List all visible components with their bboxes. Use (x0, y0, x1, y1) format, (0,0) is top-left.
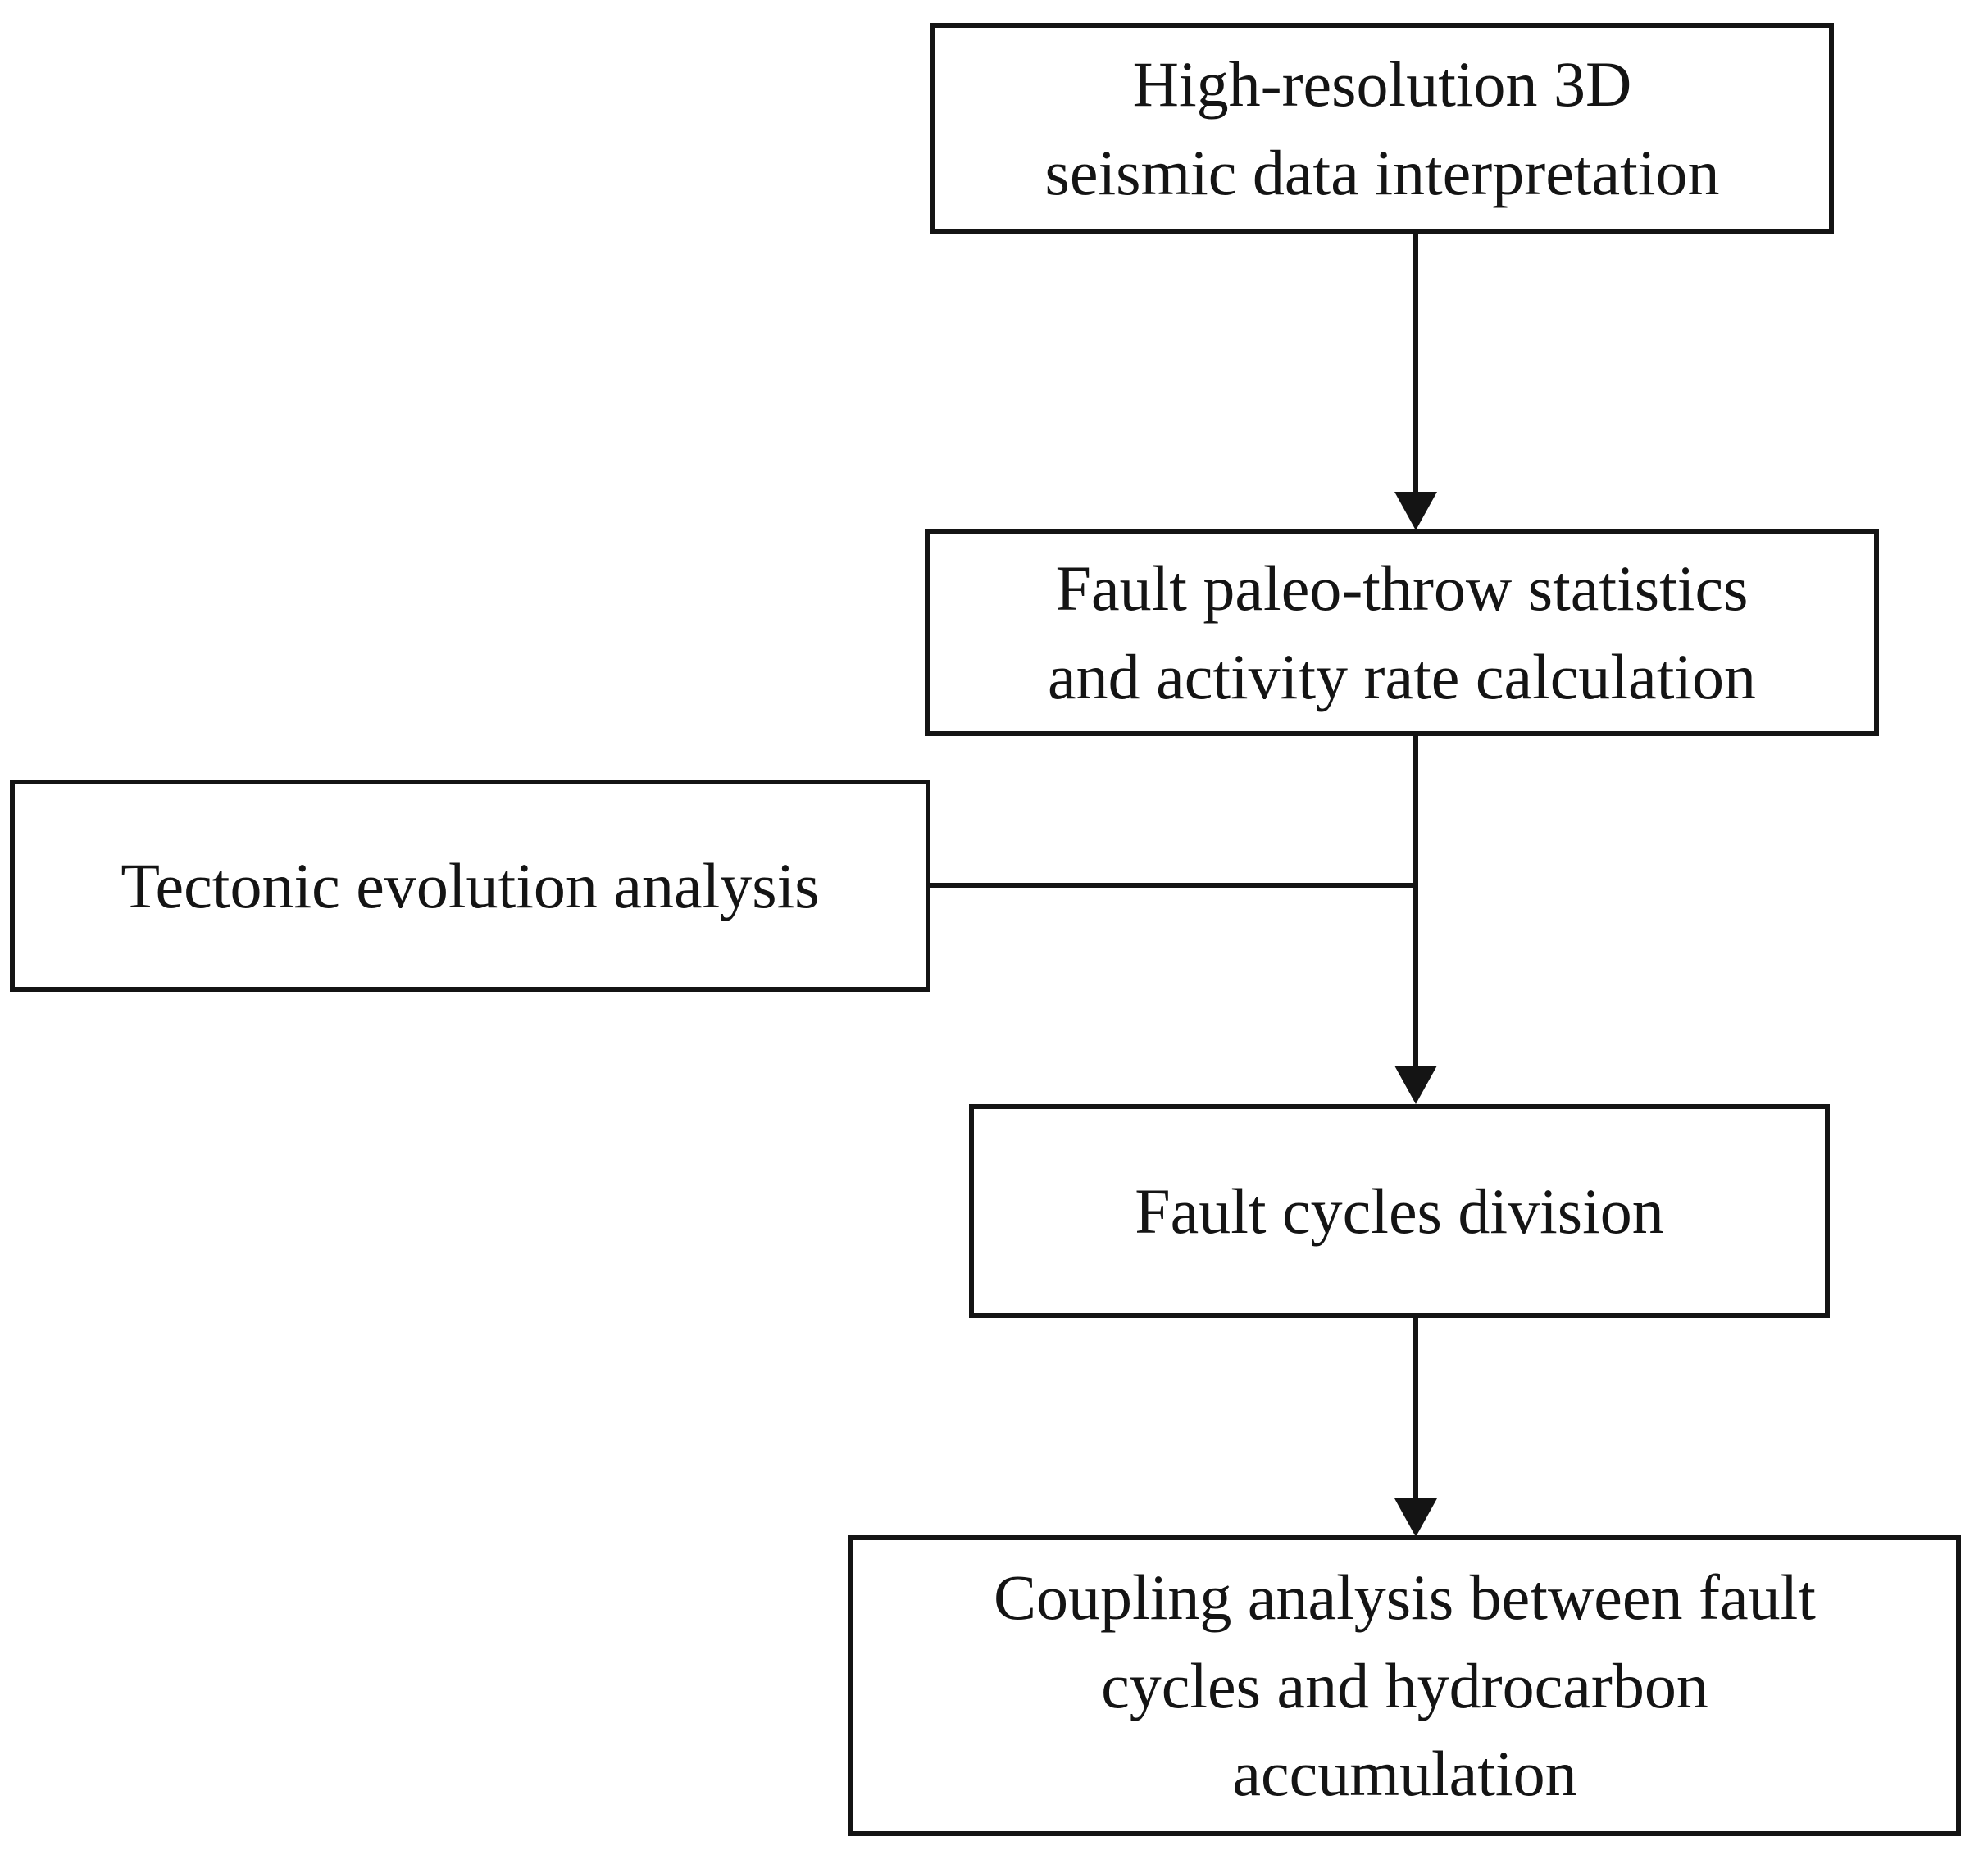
arrow-down-icon (1394, 1498, 1437, 1537)
arrow-paleothrow-to-faultcycles-shaft (1413, 736, 1418, 1067)
arrow-down-icon (1394, 492, 1437, 530)
node-tectonic-evolution: Tectonic evolution analysis (10, 780, 930, 992)
node-seismic-interpretation-label: High-resolution 3D seismic data interpre… (1044, 48, 1720, 208)
node-fault-paleo-throw-label: Fault paleo-throw statistics and activit… (1047, 552, 1757, 712)
connector-tectonic-to-main-flow (926, 883, 1417, 888)
arrow-seismic-to-paleothrow-shaft (1413, 234, 1418, 494)
node-fault-cycles-division-label: Fault cycles division (1135, 1175, 1664, 1247)
node-seismic-interpretation: High-resolution 3D seismic data interpre… (930, 23, 1834, 234)
arrow-down-icon (1394, 1066, 1437, 1104)
node-fault-paleo-throw: Fault paleo-throw statistics and activit… (925, 529, 1879, 736)
node-tectonic-evolution-label: Tectonic evolution analysis (121, 849, 820, 921)
arrow-faultcycles-to-coupling-shaft (1413, 1318, 1418, 1500)
node-coupling-analysis-label: Coupling analysis between fault cycles a… (994, 1562, 1816, 1810)
node-fault-cycles-division: Fault cycles division (969, 1104, 1830, 1318)
node-coupling-analysis: Coupling analysis between fault cycles a… (848, 1535, 1961, 1836)
